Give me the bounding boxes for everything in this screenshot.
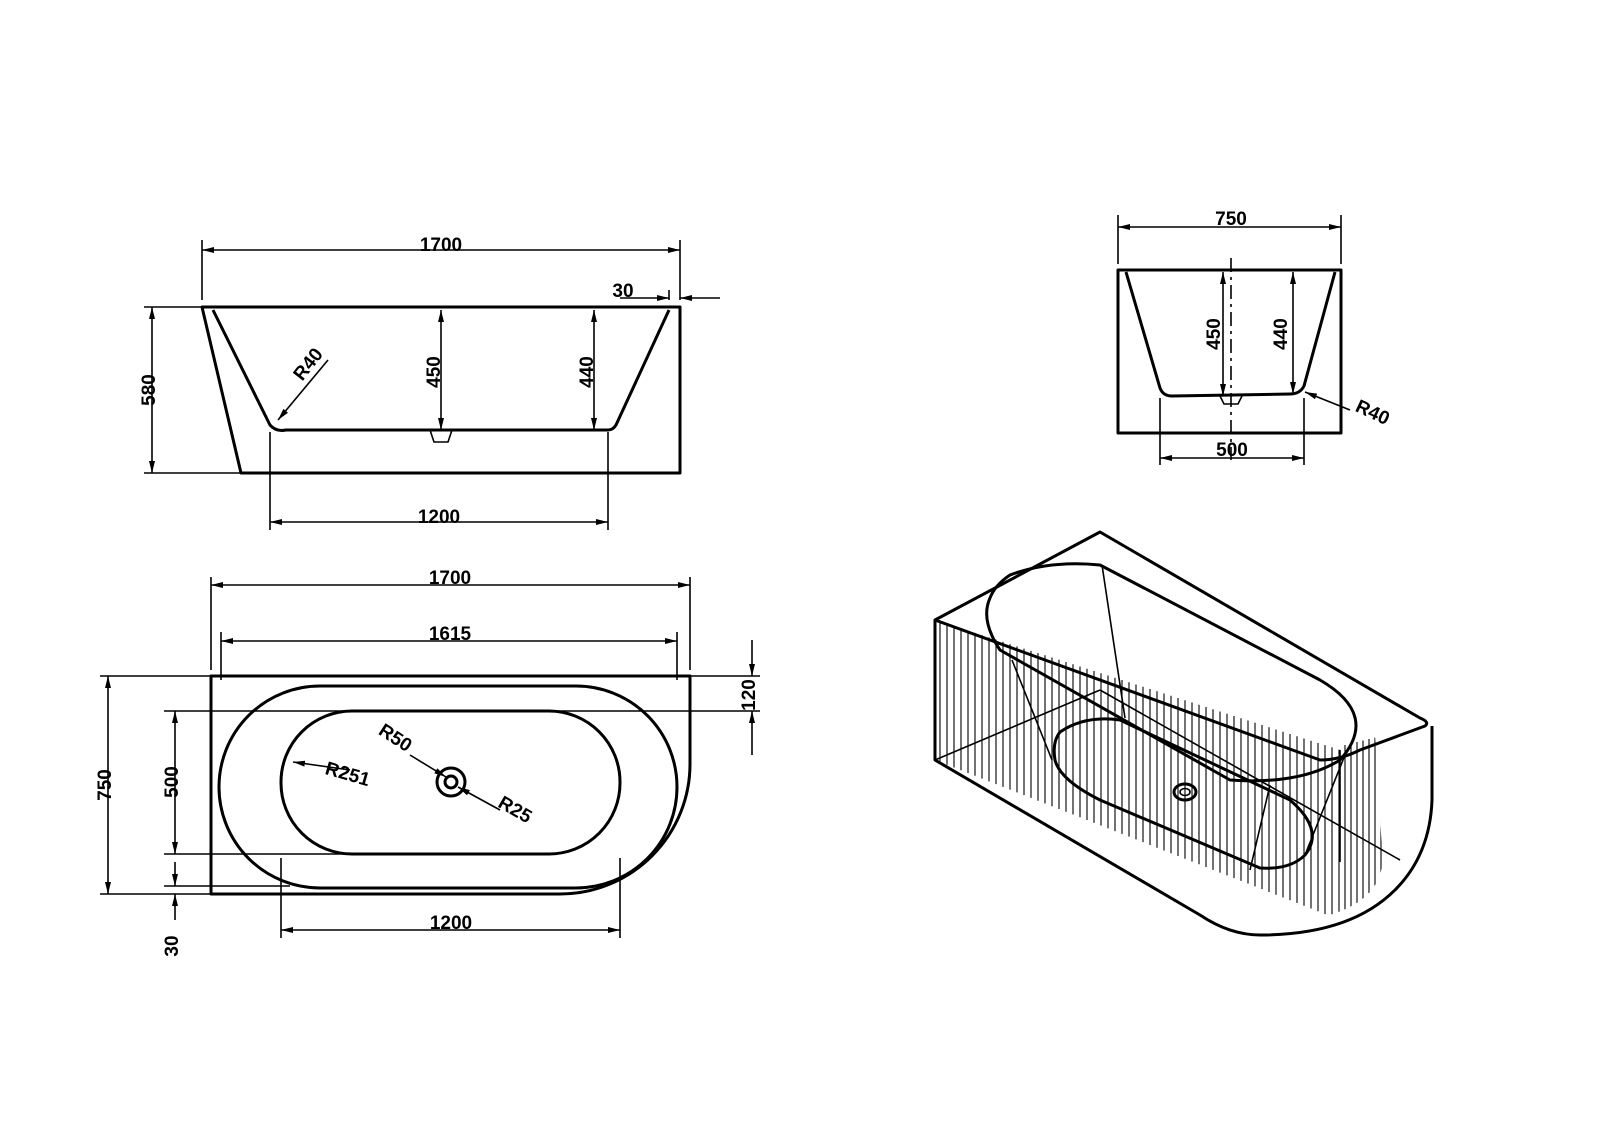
front-elevation-view: 1700 30 580 450 440 R40 1200 bbox=[139, 235, 720, 530]
plan-bowl-bottom bbox=[279, 709, 622, 856]
plan-drain-outer bbox=[435, 766, 467, 798]
side-outer-outline bbox=[1116, 268, 1343, 435]
plan-drain-inner bbox=[443, 774, 459, 790]
top-plan-view: 1700 1615 120 750 500 30 R251 R50 R25 12… bbox=[95, 568, 760, 957]
iso-drain bbox=[1172, 782, 1198, 802]
side-radius-label: R40 bbox=[1352, 396, 1392, 430]
plan-front-wall-label: 30 bbox=[162, 935, 183, 956]
front-length-label: 1700 bbox=[420, 235, 462, 256]
front-drain bbox=[429, 429, 453, 443]
plan-outer-outline bbox=[209, 674, 692, 896]
front-inner-depth-label: 450 bbox=[424, 356, 445, 388]
plan-width-label: 750 bbox=[95, 769, 116, 801]
front-inner-bowl bbox=[211, 309, 671, 432]
iso-fluted-ribs bbox=[939, 621, 1382, 925]
side-inner-depth-label: 450 bbox=[1204, 318, 1225, 350]
front-outer-outline bbox=[200, 305, 682, 475]
plan-drain-outer-radius-label: R50 bbox=[375, 720, 416, 757]
plan-bowl-radius-label: R251 bbox=[323, 758, 373, 791]
iso-bowl-bottom bbox=[1052, 717, 1314, 870]
plan-drain-inner-radius-label: R25 bbox=[494, 792, 535, 828]
front-height-label: 580 bbox=[139, 374, 160, 406]
front-bottom-label: 1200 bbox=[418, 507, 460, 528]
side-width-label: 750 bbox=[1215, 209, 1247, 230]
iso-top-surface bbox=[933, 530, 1429, 762]
isometric-view bbox=[933, 530, 1434, 937]
plan-bowl-width-label: 500 bbox=[162, 766, 183, 798]
plan-inner-length-label: 1615 bbox=[429, 624, 472, 645]
plan-bottom-length-label: 1200 bbox=[430, 913, 472, 934]
front-radius-label: R40 bbox=[290, 344, 328, 384]
front-rim-label: 30 bbox=[612, 281, 633, 302]
plan-inner-rim bbox=[217, 684, 679, 890]
plan-length-label: 1700 bbox=[429, 568, 471, 589]
iso-rim-oval bbox=[985, 562, 1358, 783]
side-elevation-view: 750 450 440 R40 500 bbox=[1116, 209, 1393, 465]
front-water-depth-label: 440 bbox=[577, 356, 598, 388]
plan-back-wall-label: 120 bbox=[739, 679, 760, 711]
side-water-depth-label: 440 bbox=[1271, 318, 1292, 350]
iso-front-panel-outline bbox=[933, 620, 1434, 937]
side-bottom-label: 500 bbox=[1216, 440, 1248, 461]
